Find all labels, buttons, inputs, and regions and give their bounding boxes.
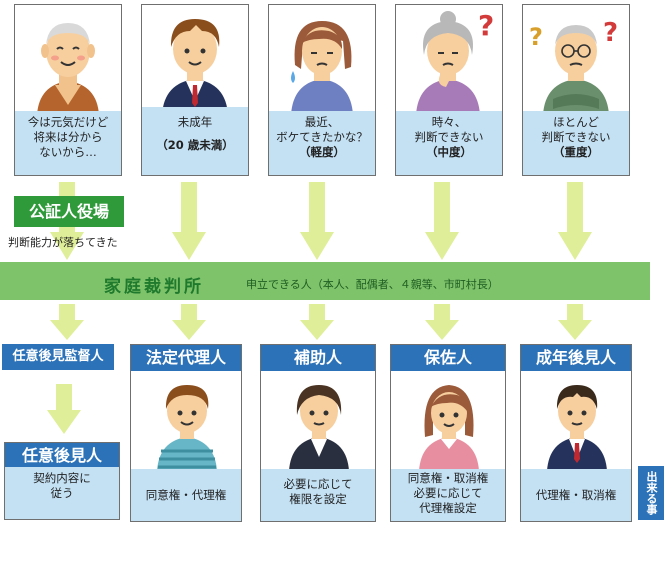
down-arrow-icon <box>558 304 592 340</box>
down-arrow-icon <box>558 182 592 260</box>
role-card-assistant: 補助人 必要に応じて 権限を設定 <box>260 344 376 522</box>
person-caption: 時々、 判断できない （中度） <box>396 111 502 175</box>
voluntary-guardian-title: 任意後見人 <box>5 443 119 469</box>
down-arrow-icon <box>425 304 459 340</box>
person-caption: 今は元気だけど 将来は分から ないから… <box>15 111 121 175</box>
voluntary-guardian-supervisor-box: 任意後見監督人 <box>2 344 114 370</box>
body-line: 必要に応じて <box>413 486 483 500</box>
body-line: 同意権・取消権 <box>407 471 489 485</box>
person-caption: 最近、 ボケてきたかな？ （軽度） <box>269 111 375 175</box>
notary-office-box: 公証人役場 <box>14 196 124 227</box>
person-card-4: ? 時々、 判断できない （中度） <box>395 4 503 176</box>
caption-line: ないから… <box>39 145 97 159</box>
down-arrow-icon <box>300 304 334 340</box>
down-arrow-icon <box>300 182 334 260</box>
svg-text:?: ? <box>603 18 618 48</box>
role-body: 必要に応じて 権限を設定 <box>261 469 375 521</box>
svg-text:?: ? <box>529 23 543 51</box>
young-woman-illustration <box>419 385 479 471</box>
role-card-legal-representative: 法定代理人 同意権・代理権 <box>130 344 242 522</box>
role-card-adult-guardian: 成年後見人 代理権・取消権 <box>520 344 632 522</box>
body-line: 必要に応じて <box>283 477 353 491</box>
middle-aged-woman-illustration <box>291 21 353 115</box>
boy-illustration <box>157 385 217 471</box>
family-court-applicants: 申立できる人（本人、配偶者、４親等、市町村長） <box>246 278 499 291</box>
role-body: 同意権・取消権 必要に応じて 代理権設定 <box>391 469 505 521</box>
caption-line: （重度） <box>553 145 599 159</box>
caption-line: ほとんど <box>553 115 599 129</box>
voluntary-guardian-card: 任意後見人 契約内容に 従う <box>4 442 120 520</box>
person-card-5: ? ? ほとんど 判断できない （重度） <box>522 4 630 176</box>
body-line: 従う <box>50 486 74 500</box>
down-arrow-icon <box>425 182 459 260</box>
body-line: 権限を設定 <box>289 492 347 506</box>
businesswoman-illustration <box>289 385 349 471</box>
role-body: 代理権・取消権 <box>521 469 631 521</box>
body-line: 同意権・代理権 <box>145 488 227 502</box>
down-arrow-icon <box>172 304 206 340</box>
family-court-title: 家庭裁判所 <box>104 277 204 297</box>
caption-line: （20 歳未満） <box>156 138 234 152</box>
caption-line: 将来は分から <box>33 130 103 144</box>
elderly-man-glasses-illustration: ? ? <box>529 18 618 115</box>
body-line: 契約内容に <box>33 471 91 485</box>
svg-text:?: ? <box>478 9 494 42</box>
caption-line: 判断できない <box>541 130 611 144</box>
role-body: 同意権・代理権 <box>131 469 241 521</box>
caption-line: ボケてきたかな？ <box>276 130 368 144</box>
person-caption: 未成年 （20 歳未満） <box>142 107 248 175</box>
caption-line: （中度） <box>426 145 472 159</box>
body-line: 代理権設定 <box>419 501 477 515</box>
elderly-woman-illustration: ? <box>416 9 494 115</box>
notary-subtext: 判断能力が落ちてきた <box>8 236 118 249</box>
family-court-bar <box>0 262 650 300</box>
person-card-1: 今は元気だけど 将来は分から ないから… <box>14 4 122 176</box>
young-man-illustration <box>162 19 228 115</box>
caption-line: （軽度） <box>299 145 345 159</box>
caption-line: 時々、 <box>431 115 467 129</box>
elderly-man-illustration <box>37 23 99 115</box>
role-card-curator: 保佐人 同意権・取消権 必要に応じて 代理権設定 <box>390 344 506 522</box>
role-title: 成年後見人 <box>521 345 631 371</box>
down-arrow-icon <box>172 182 206 260</box>
voluntary-guardian-body: 契約内容に 従う <box>5 467 119 519</box>
person-card-2: 未成年 （20 歳未満） <box>141 4 249 176</box>
person-card-3: 最近、 ボケてきたかな？ （軽度） <box>268 4 376 176</box>
caption-line: 最近、 <box>304 115 340 129</box>
caption-line: 今は元気だけど <box>27 115 109 129</box>
capabilities-side-label: 出来る事 <box>638 466 664 520</box>
caption-line: 未成年 <box>177 115 213 129</box>
role-title: 保佐人 <box>391 345 505 371</box>
down-arrow-icon <box>50 304 84 340</box>
role-title: 補助人 <box>261 345 375 371</box>
caption-line: 判断できない <box>414 130 484 144</box>
businessman-illustration <box>547 385 607 471</box>
down-arrow-icon <box>47 384 81 434</box>
body-line: 代理権・取消権 <box>535 488 617 502</box>
role-title: 法定代理人 <box>131 345 241 371</box>
person-caption: ほとんど 判断できない （重度） <box>523 111 629 175</box>
